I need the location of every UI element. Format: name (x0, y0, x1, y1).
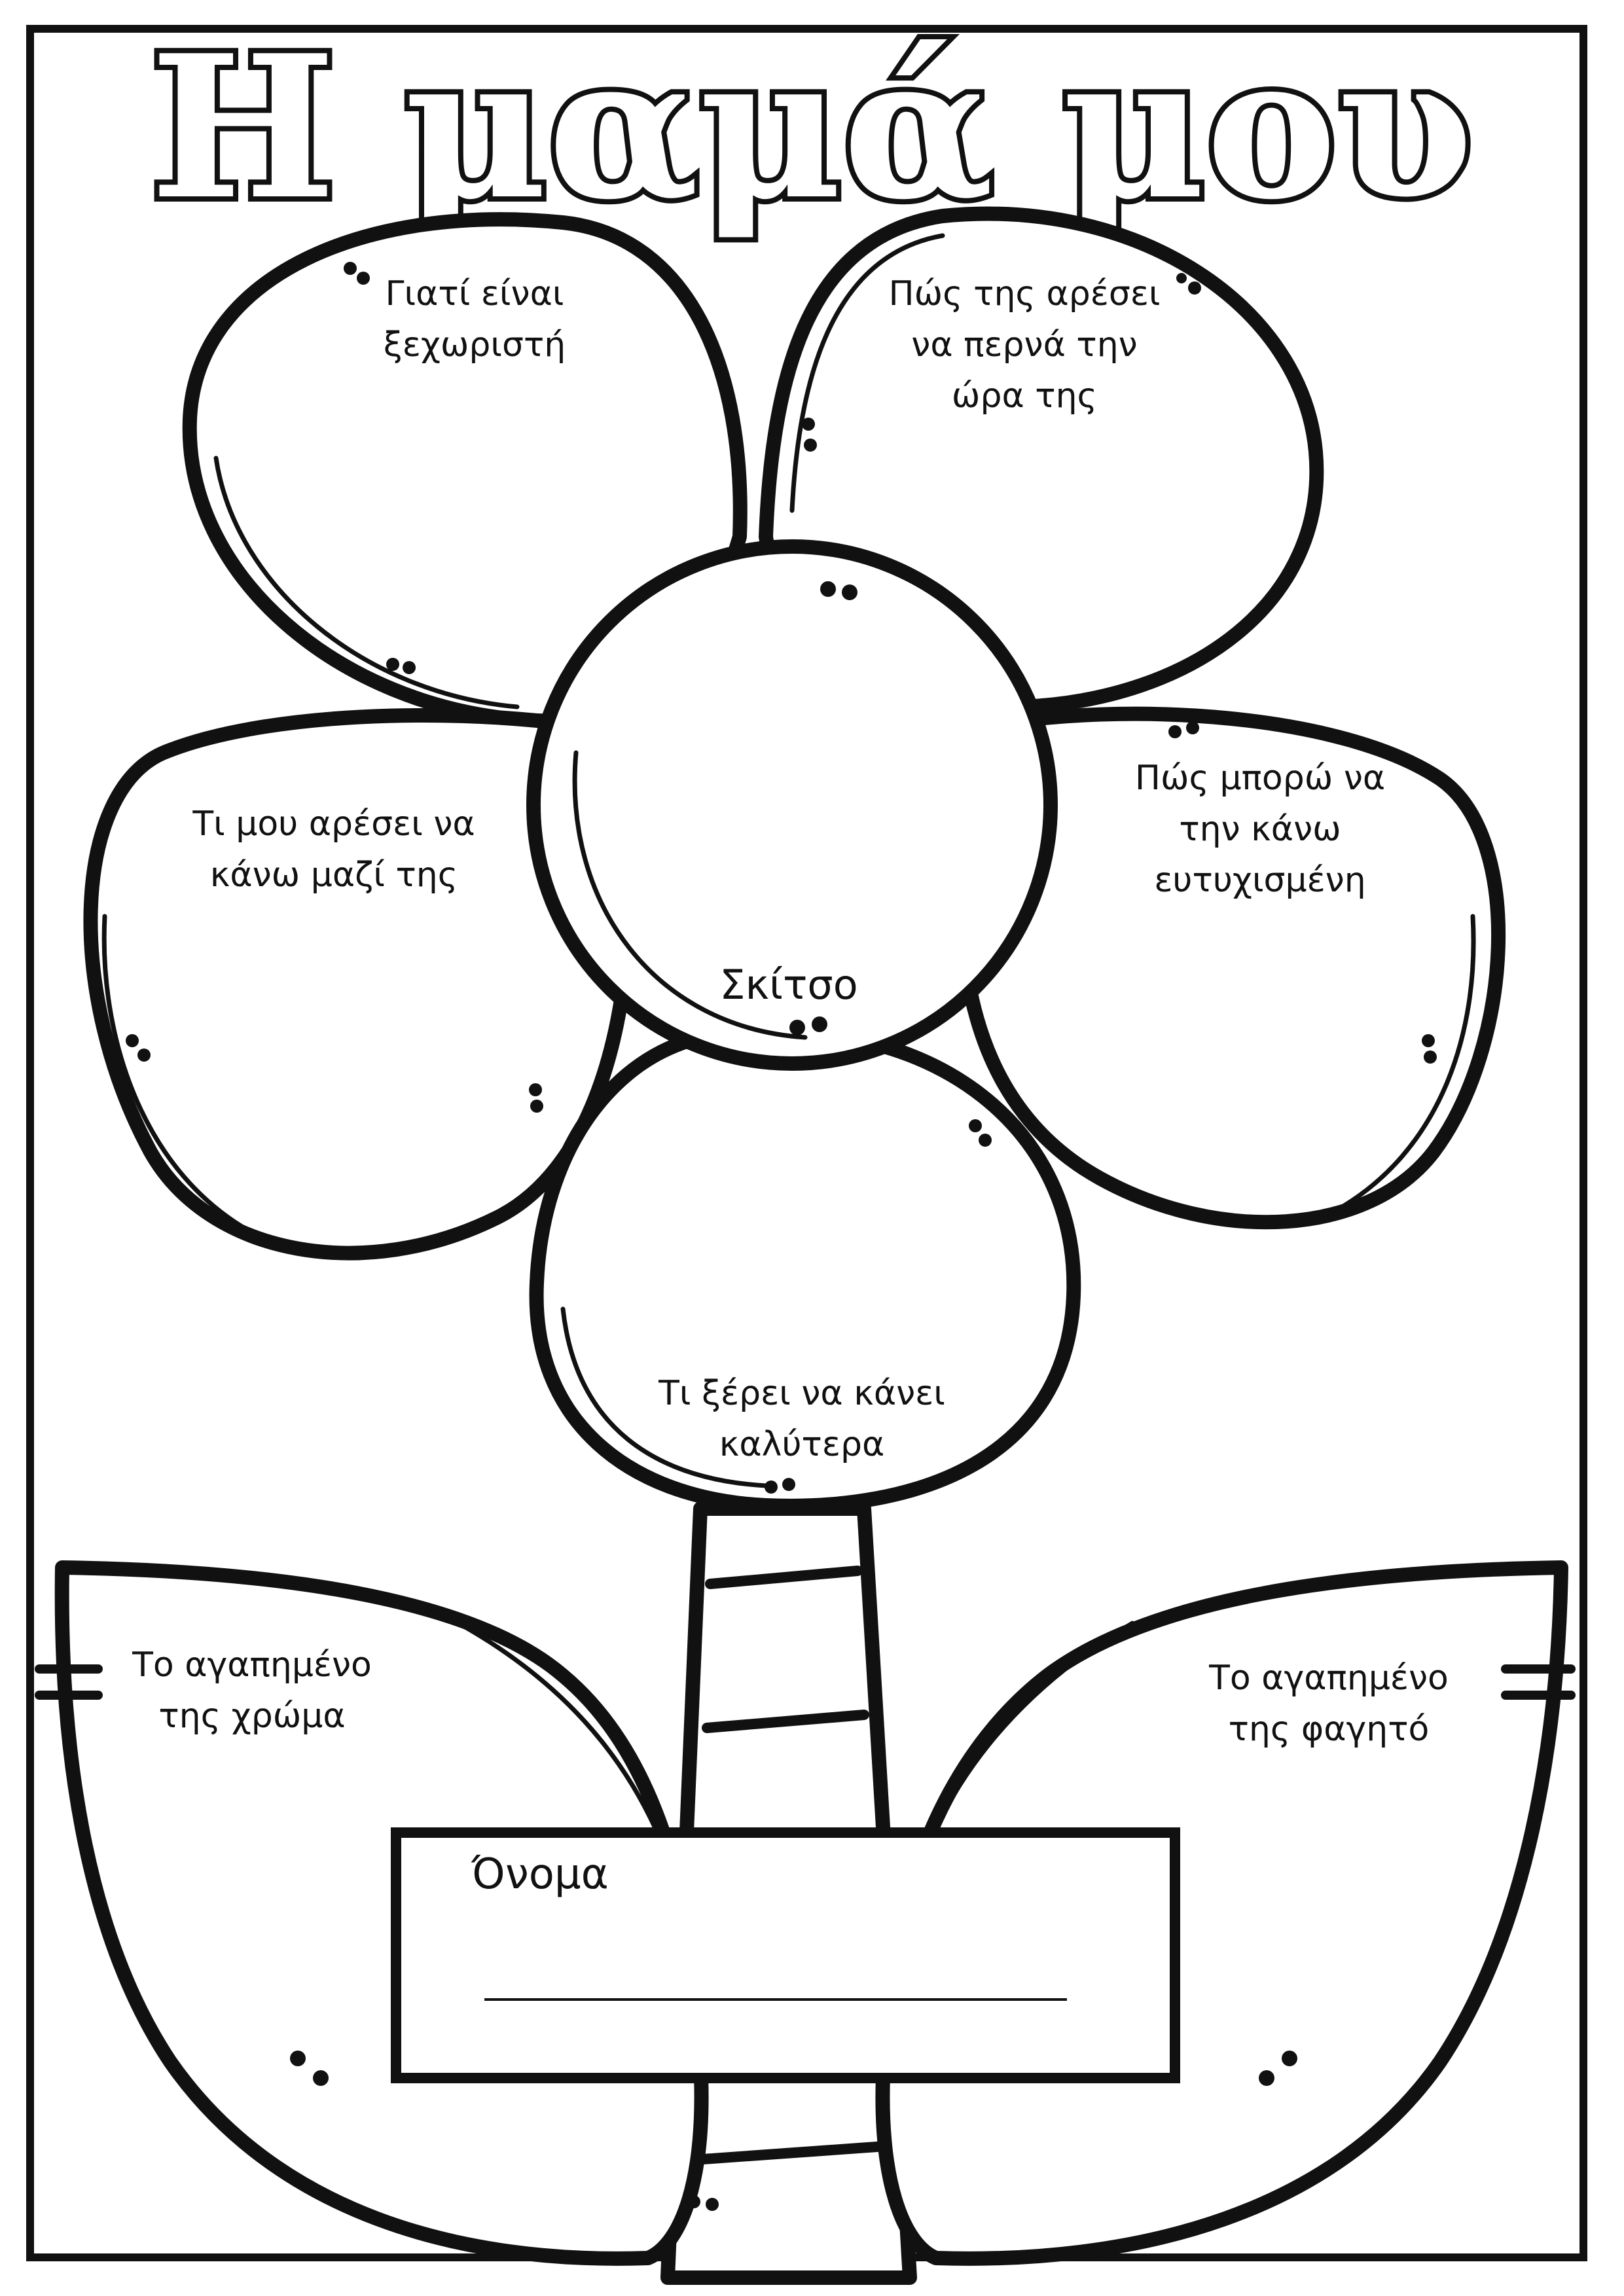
petal-bottom-highlight (560, 1306, 768, 1488)
leaf-left (54, 1560, 709, 2266)
stem-stripe (705, 1566, 863, 1589)
petal-top-left-highlight (213, 456, 520, 709)
petal-top-right-label: Πώς της αρέσει να περνά την ώρα της (888, 274, 1161, 416)
stem-stripe (702, 1710, 869, 1733)
petal-middle-right-highlight (1333, 914, 1476, 1213)
center-sketch-label: Σκίτσο (719, 961, 858, 1009)
center-circle-highlight (572, 750, 808, 1040)
petal-middle-left-label: Τι μου αρέσει να κάνω μαζί της (192, 804, 475, 895)
decorative-dots (126, 262, 1437, 2211)
petal-top-left-label: Γιατί είναι ξεχωριστή (383, 274, 566, 365)
leaf-left-label: Το αγαπημένο της χρώμα (132, 1645, 372, 1736)
petal-top-right-highlight (789, 233, 945, 513)
petal-middle-right-label: Πώς μπορώ να την κάνω ευτυχισμένη (1134, 759, 1386, 900)
petal-bottom-label: Τι ξέρει να κάνει καλύτερα (659, 1374, 945, 1464)
petal-middle-left-highlight (101, 914, 278, 1246)
page-border (26, 25, 1587, 2261)
leaf-right (875, 1560, 1568, 2266)
leaf-right-label: Το αγαπημένο της φαγητό (1209, 1659, 1449, 1749)
page-title: Η μαμά μου (150, 12, 1473, 243)
name-box-label: Όνομα (471, 1850, 609, 1899)
name-box (391, 1827, 1180, 2083)
stem-stripe (689, 2142, 882, 2165)
center-circle (526, 539, 1058, 1071)
petal-middle-right (954, 706, 1506, 1230)
